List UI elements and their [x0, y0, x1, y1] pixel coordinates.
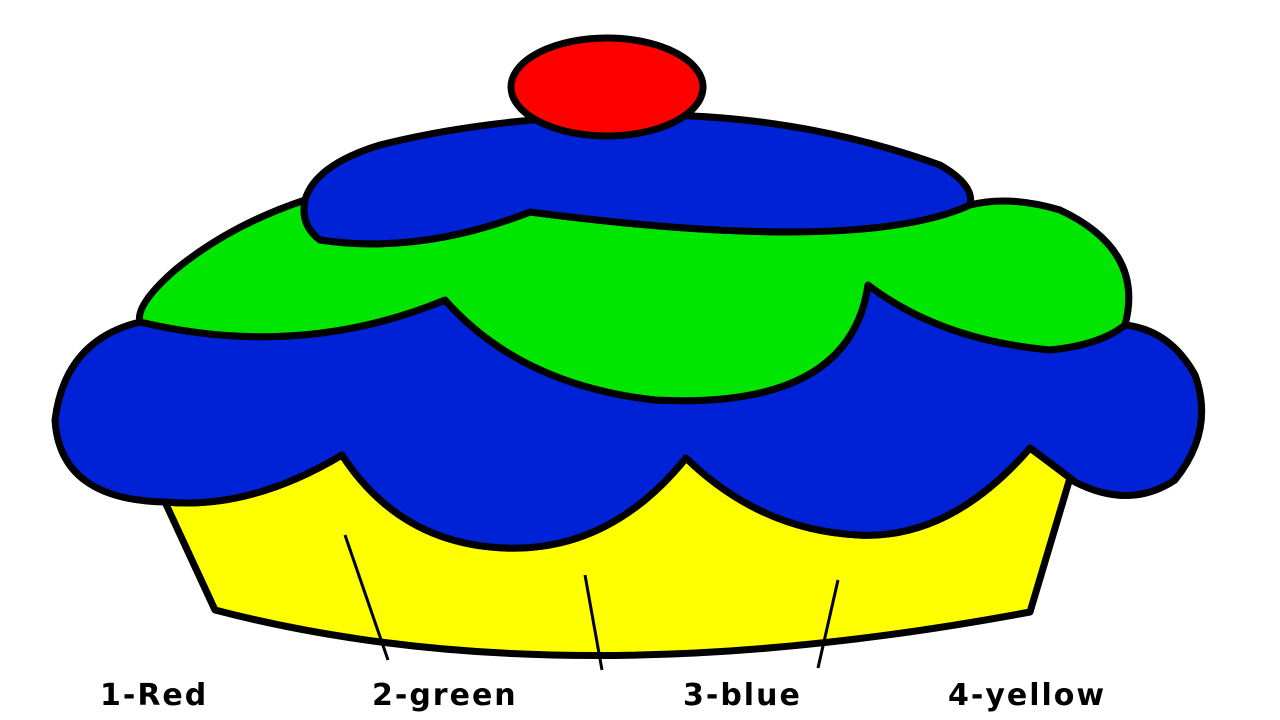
legend-green: 2-green: [372, 678, 518, 713]
legend-yellow: 4-yellow: [948, 678, 1107, 713]
liner-pleat-line: [343, 534, 390, 661]
legend-blue: 3-blue: [683, 678, 802, 713]
liner-pleat-line: [816, 579, 840, 669]
legend-red: 1-Red: [100, 678, 209, 713]
cherry: [507, 34, 707, 140]
frosting-top-layer: [300, 111, 975, 248]
liner-pleat-line: [583, 574, 604, 671]
